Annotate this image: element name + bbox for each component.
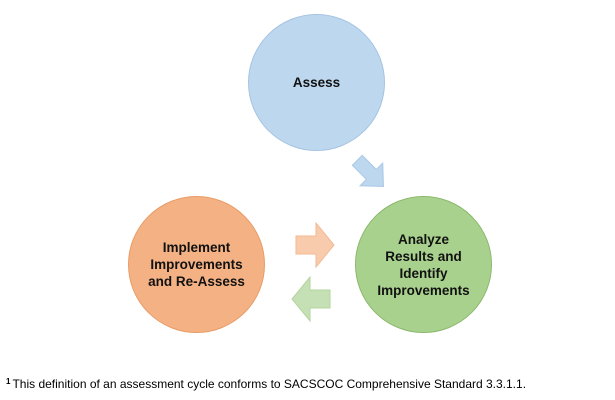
node-implement: Implement Improvements and Re-Assess <box>128 196 265 333</box>
arrow-analyze-to-implement <box>291 275 331 323</box>
arrow-implement-to-analyze-shape <box>295 221 335 269</box>
node-assess: Assess <box>248 14 385 151</box>
node-assess-label: Assess <box>292 75 341 90</box>
node-analyze: Analyze Results and Identify Improvement… <box>355 196 492 333</box>
footnote-text: This definition of an assessment cycle c… <box>12 377 527 391</box>
arrow-assess-to-analyze-shape <box>351 154 384 187</box>
node-analyze-label: Analyze Results and Identify Improvement… <box>377 231 470 298</box>
arrow-analyze-to-implement-shape <box>291 275 331 323</box>
arrow-implement-to-analyze <box>295 221 335 269</box>
arrow-assess-to-analyze <box>351 154 384 187</box>
node-implement-label: Implement Improvements and Re-Assess <box>148 240 245 289</box>
footnote-marker: 1 <box>6 377 11 386</box>
